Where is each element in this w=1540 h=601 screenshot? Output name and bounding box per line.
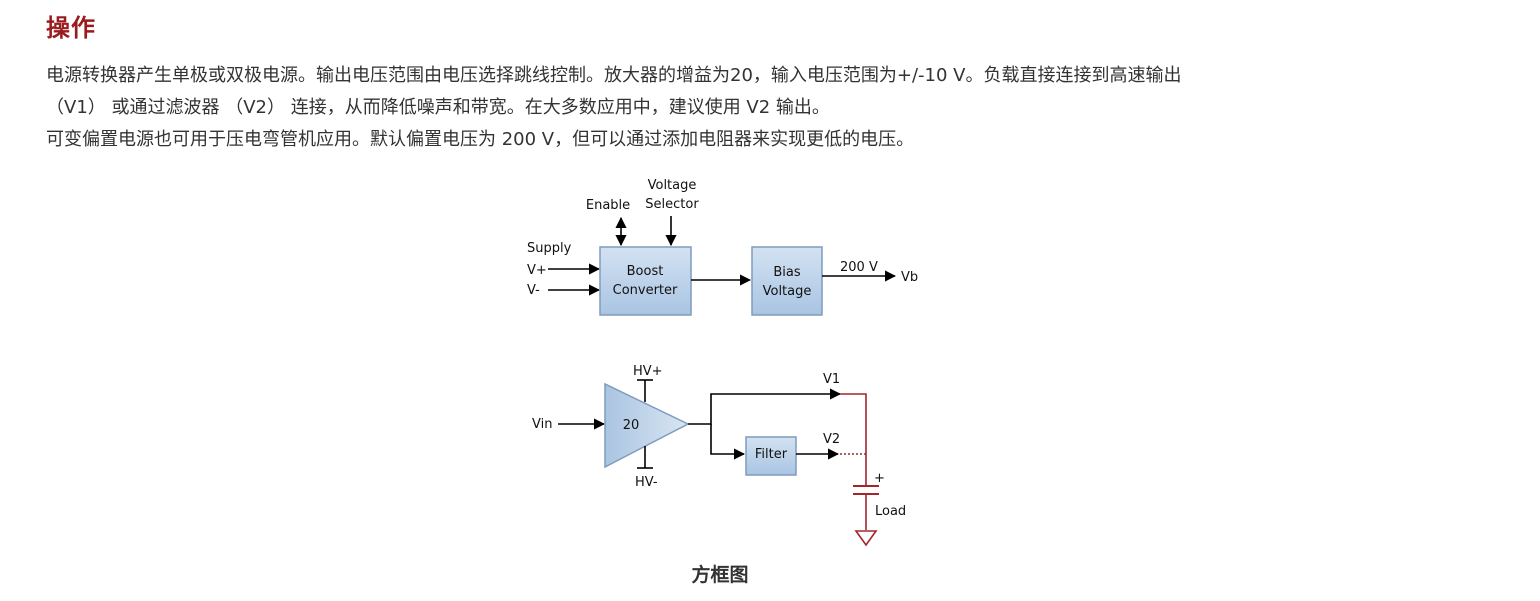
load-plus-label: +: [874, 471, 885, 486]
bias-voltage-label-2: Voltage: [763, 284, 812, 299]
load-wire: [840, 393, 867, 485]
amplifier-gain-label: 20: [623, 418, 640, 433]
vb-label: Vb: [901, 270, 918, 285]
filter-block: [745, 436, 797, 476]
v2-label: V2: [823, 432, 840, 447]
hv-minus-label: HV-: [635, 475, 658, 490]
v1-output-wire: [688, 388, 842, 425]
filter-label: Filter: [755, 447, 788, 462]
section-heading: 操作: [46, 14, 96, 42]
v1-label: V1: [823, 372, 840, 387]
v-minus-label: V-: [527, 283, 540, 298]
voltage-selector-label-2: Selector: [645, 197, 699, 212]
description-paragraph: 电源转换器产生单极或双极电源。输出电压范围由电压选择跳线控制。放大器的增益为20…: [46, 60, 1486, 156]
filter-input-wire: [710, 424, 746, 460]
paragraph-line-3: 可变偏置电源也可用于压电弯管机应用。默认偏置电压为 200 V，但可以通过添加电…: [46, 129, 915, 150]
ground-icon: [854, 530, 878, 547]
vin-label: Vin: [532, 417, 552, 432]
boost-converter-label-1: Boost: [627, 264, 664, 279]
amplifier-triangle: [604, 382, 690, 469]
enable-label: Enable: [586, 198, 630, 213]
hv-plus-label: HV+: [633, 364, 663, 379]
boost-converter-label-2: Converter: [613, 283, 678, 298]
bias-voltage-label-1: Bias: [773, 265, 800, 280]
bias-voltage-block: [751, 246, 823, 316]
v-plus-label: V+: [527, 263, 547, 278]
boost-converter-block: [599, 246, 692, 316]
supply-label: Supply: [527, 241, 572, 256]
paragraph-line-2: （V1） 或通过滤波器 （V2） 连接，从而降低噪声和带宽。在大多数应用中，建议…: [46, 97, 830, 118]
load-label: Load: [875, 504, 906, 519]
bias-output-voltage-label: 200 V: [840, 260, 878, 275]
voltage-selector-label-1: Voltage: [648, 178, 697, 193]
paragraph-line-1: 电源转换器产生单极或双极电源。输出电压范围由电压选择跳线控制。放大器的增益为20…: [46, 65, 1182, 86]
figure-caption: 方框图: [691, 564, 749, 586]
